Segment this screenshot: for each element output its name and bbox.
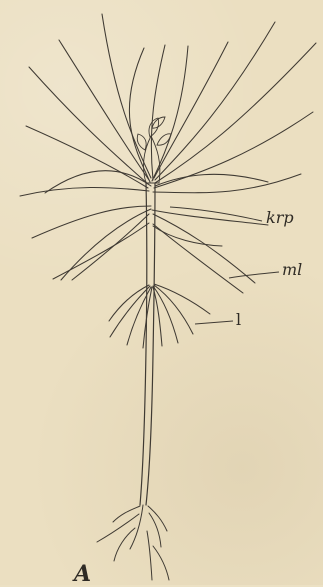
needle-22 [53,223,149,279]
root-left-1 [113,506,140,522]
needle-13 [152,46,188,181]
label-krp: krp [266,210,294,226]
root-right-3 [147,531,152,580]
lower-needle-2 [127,287,151,345]
needle-5 [155,22,275,180]
needle-15 [155,174,268,186]
needle-3 [151,45,165,180]
root-main [130,505,143,549]
needle-19 [153,214,255,283]
leader-l [195,321,233,324]
needle-2 [102,14,151,178]
main-stem-right [146,183,155,505]
lower-needle-3 [143,287,152,348]
lower-needle-7 [154,284,210,314]
needle-21 [153,224,243,293]
needle-12 [129,48,150,182]
figure-letter: A [74,563,91,585]
needle-8 [153,174,301,193]
label-ml: ml [282,262,302,278]
needle-6 [155,43,316,183]
needle-1 [59,40,149,180]
needle-17 [61,209,151,280]
root-right-4 [153,546,169,580]
leader-ml [229,272,279,278]
needle-23 [153,226,222,246]
bud-scale-3 [137,134,146,150]
needle-9 [20,187,149,196]
needle-10 [26,126,148,188]
root-right-1 [148,506,167,531]
label-l: l [236,312,241,328]
